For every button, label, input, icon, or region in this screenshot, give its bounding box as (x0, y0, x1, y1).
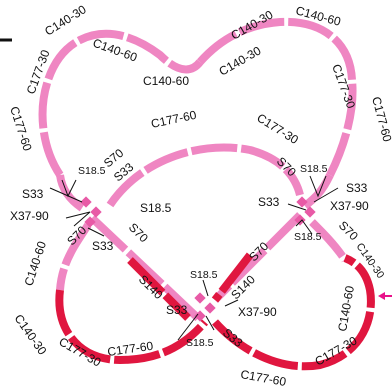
bottom-junction-tile-1 (194, 292, 206, 304)
label-bl-c140-60: C140-60 (22, 239, 50, 287)
bottom-junction-tile-2 (204, 302, 216, 314)
label-tr-c140-30-b: C140-30 (217, 43, 264, 78)
label-lj-s18-5-top: S18.5 (78, 165, 106, 177)
label-tl-c140-30: C140-30 (42, 2, 89, 38)
label-rj-c140-30: C140-30 (354, 241, 387, 281)
red-track-s140-left (127, 257, 191, 321)
right-arrow-icon (378, 292, 392, 300)
right-junction-tile-2 (304, 206, 316, 218)
label-mid-c177-30: C177-30 (254, 111, 301, 147)
label-mid-c177-60: C177-60 (150, 108, 198, 131)
pink-track-right-lower (309, 219, 349, 263)
label-bj-s18-5-top: S18.5 (190, 269, 218, 281)
red-track-s140-right (211, 252, 254, 303)
label-tl-c140-60-b: C140-60 (143, 74, 189, 88)
label-lj-x37-90: X37-90 (10, 209, 49, 223)
label-rj-s70-right: S70 (336, 218, 361, 243)
label-bl-c140-30: C140-30 (12, 312, 50, 358)
label-rj-s33-left: S33 (258, 195, 280, 209)
red-track-bottom-left-lobe (55, 289, 209, 365)
label-outer-right-c177-60: C177-60 (369, 95, 392, 143)
red-track-bottom-right-lobe (212, 254, 375, 371)
leader-lines (49, 175, 339, 341)
bottom-junction-tile-3 (194, 310, 206, 322)
label-bj-s18-5-low: S18.5 (186, 337, 214, 349)
label-bj-s33-left: S33 (166, 303, 188, 317)
label-lj-s18-5-right: S18.5 (140, 201, 172, 215)
pink-track-top-right-lobe (197, 17, 357, 177)
label-bj-x37-90: X37-90 (238, 305, 277, 319)
label-bl-c177-60: C177-60 (106, 339, 154, 359)
label-lj-s70-diag: S70 (126, 220, 151, 245)
label-lj-s33-low: S33 (92, 239, 114, 253)
label-rj-s18-5-low: S18.5 (294, 231, 322, 243)
pink-track-right-side (302, 173, 334, 210)
right-junction-tile-1 (296, 196, 308, 208)
pink-track-top-left-lobe (38, 29, 204, 178)
red-track (55, 252, 375, 371)
pink-track-left-diagonal (89, 215, 203, 323)
left-junction-tile-2 (90, 206, 102, 218)
label-outer-left-c177-60: C177-60 (7, 105, 35, 153)
pink-track-left-side (56, 174, 85, 212)
label-rj-x37-90: X37-90 (330, 199, 369, 213)
right-junction-tile-3 (294, 214, 306, 226)
label-bj-s140-left: S140 (136, 272, 166, 302)
label-rj-s18-5-top: S18.5 (300, 163, 328, 175)
label-br-c140-60: C140-60 (335, 284, 357, 332)
label-br-c177-60: C177-60 (239, 367, 287, 389)
label-lj-s33-left: S33 (22, 187, 44, 201)
junction-tiles (80, 196, 316, 322)
label-rj-s33-right: S33 (346, 181, 368, 195)
pink-track-left-lower (56, 222, 92, 291)
pink-track-middle-arc (106, 143, 304, 208)
